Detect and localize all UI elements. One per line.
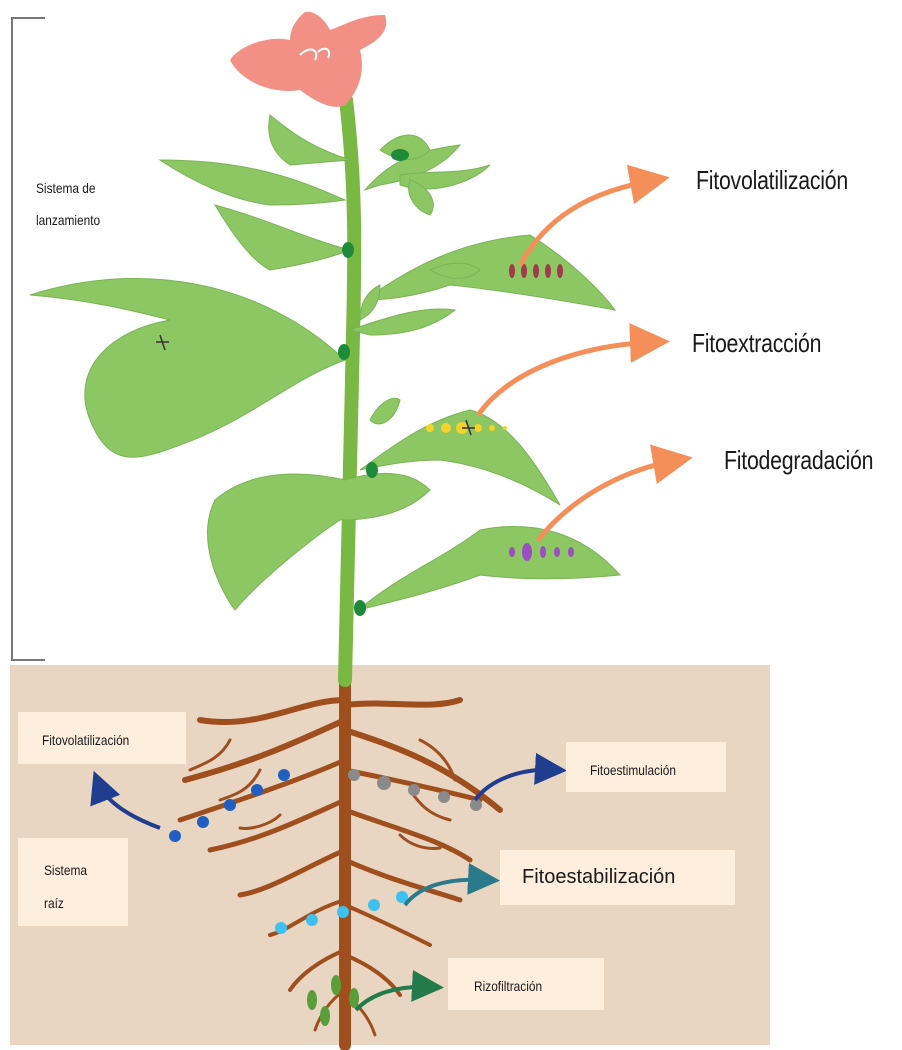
label-fitovolatilizacion-root: Fitovolatilización (42, 732, 129, 748)
label-fitoestimulacion: Fitoestimulación (590, 762, 676, 778)
leaves (30, 115, 620, 610)
arrow-fitoextraccion-leaf (478, 342, 655, 415)
label-fitoestabilizacion: Fitoestabilización (522, 866, 675, 889)
label-fitovolatilizacion-above: Fitovolatilización (696, 165, 848, 196)
root-system-label-line1: Sistema (44, 862, 87, 878)
label-fitoextraccion: Fitoextracción (692, 328, 821, 359)
label-rizofiltracion: Rizofiltración (474, 978, 542, 994)
plant-stem (345, 100, 354, 680)
flower (230, 12, 386, 107)
shoot-system-label-line2: lanzamiento (36, 212, 100, 228)
label-fitodegradacion: Fitodegradación (724, 445, 873, 476)
arrow-fitodegradacion-leaf (538, 460, 678, 540)
box-root-system (18, 838, 128, 926)
root-system-label-line2: raíz (44, 895, 64, 911)
shoot-system-bracket (12, 18, 45, 660)
shoot-system-label-line1: Sistema de (36, 180, 96, 196)
